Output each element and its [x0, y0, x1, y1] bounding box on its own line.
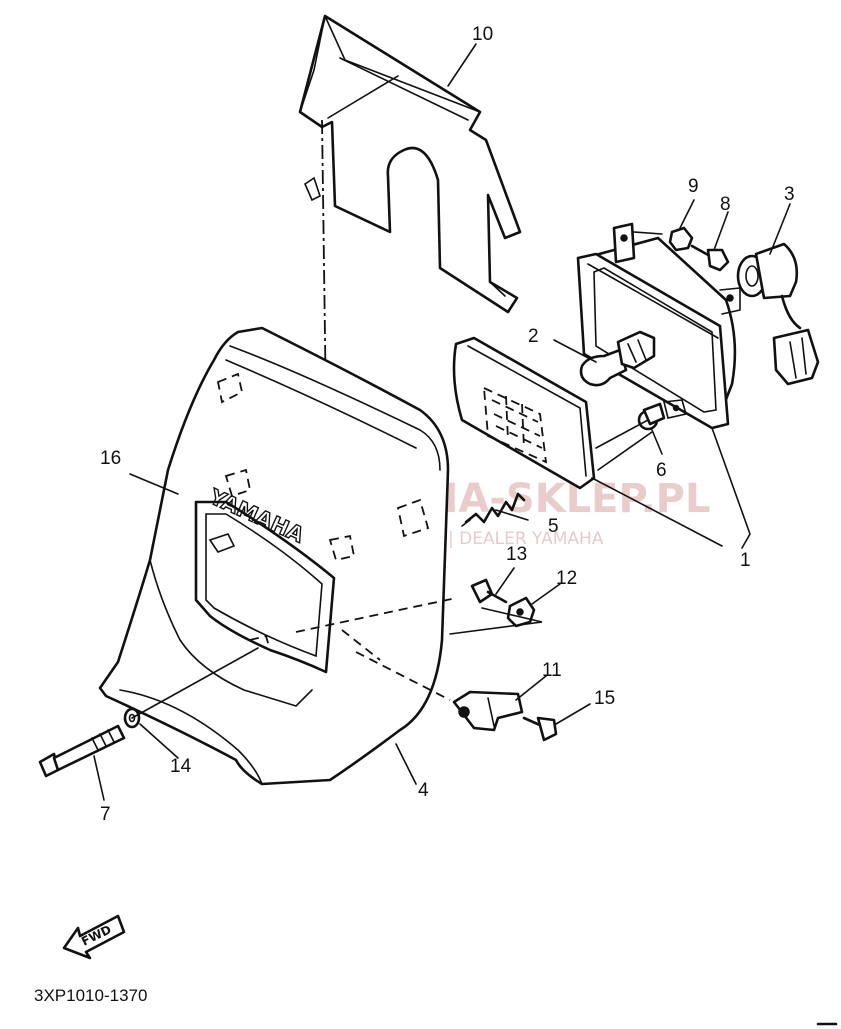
leader-lines	[93, 199, 791, 801]
part-12-nut	[506, 596, 536, 628]
callout-9: 9	[688, 176, 699, 197]
callout-7: 7	[100, 804, 111, 825]
callout-16: 16	[100, 448, 121, 469]
fwd-arrow-icon: FWD	[62, 914, 126, 960]
callout-1: 1	[740, 550, 751, 571]
callout-3: 3	[784, 184, 795, 205]
headlight-lens	[452, 336, 596, 490]
callout-2: 2	[528, 326, 539, 347]
part-4-cowl: YAMAHA	[98, 326, 450, 786]
callout-10: 10	[472, 24, 493, 45]
part-2-bulb	[579, 330, 656, 387]
callout-6: 6	[656, 460, 667, 481]
leader-10	[327, 75, 399, 119]
part-6-grommet	[637, 402, 666, 431]
assembly-lines	[131, 231, 751, 719]
callout-12: 12	[556, 568, 577, 589]
part-10-bracket	[298, 14, 522, 314]
diagram-code: 3XP1010-1370	[34, 986, 147, 1005]
leader-centerline-10	[321, 119, 327, 411]
callout-14: 14	[170, 756, 192, 777]
part-13-bolt	[470, 578, 508, 604]
part-11-bracket	[452, 690, 524, 732]
leader-10b	[447, 43, 477, 87]
part-8-bolt	[690, 244, 730, 272]
part-3-socket	[736, 242, 820, 386]
callout-15: 15	[594, 688, 615, 709]
callout-4: 4	[418, 780, 429, 801]
callout-8: 8	[720, 194, 731, 215]
part-5-spring	[461, 492, 526, 527]
callouts: 1 2 3 4 5 6 7 8 9 10 11 12 13 14 15 16	[100, 24, 795, 825]
part-15-bolt	[522, 716, 558, 742]
callout-13: 13	[506, 544, 527, 565]
part-7-bolt	[38, 724, 126, 778]
callout-5: 5	[548, 516, 559, 537]
callout-11: 11	[542, 660, 562, 681]
part-9-nut	[668, 226, 694, 252]
